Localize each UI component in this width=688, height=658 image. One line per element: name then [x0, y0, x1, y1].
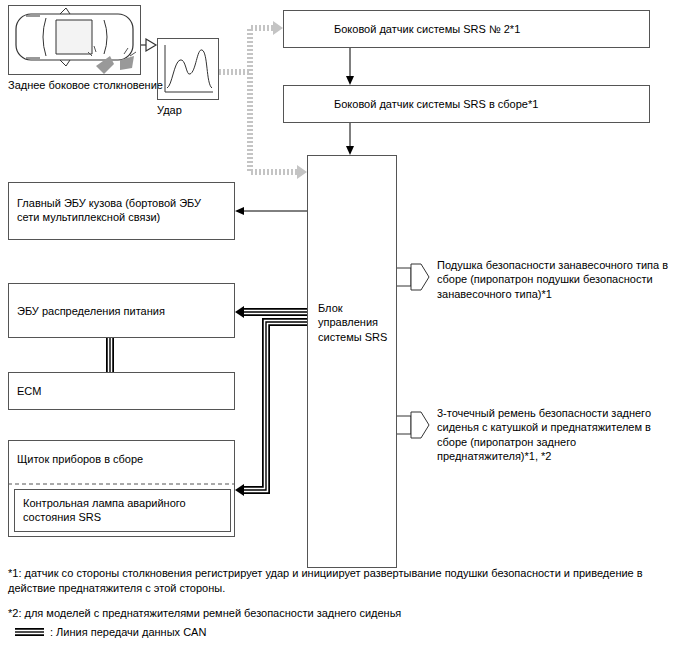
can-bus-line: [244, 322, 307, 490]
meter-box: Щиток приборов в сбореКонтрольная лампа …: [8, 440, 235, 537]
ecu-box: ECM: [8, 372, 235, 410]
footnote: *2: для моделей с преднатяжителями ремне…: [8, 606, 680, 621]
legend-entry: : Линия передачи данных CAN: [14, 626, 206, 638]
legend-text: : Линия передачи данных CAN: [50, 626, 206, 638]
node-text: Контрольная лампа аварийного состояния S…: [23, 496, 222, 525]
squib-item: Подушка безопасности занавесочного типа …: [397, 258, 679, 301]
car-illustration: [16, 8, 136, 74]
srs-ecu-box: Блок управления системы SRS: [307, 155, 397, 568]
node-text: Удар: [157, 103, 182, 117]
connector-arrow: [350, 123, 351, 146]
node-text: 3-точечный ремень безопасности заднего с…: [437, 406, 679, 463]
node-text: ЭБУ распределения питания: [17, 304, 226, 318]
node-text: Боковой датчик системы SRS № 2*1: [334, 22, 641, 36]
impact-graph: [165, 45, 213, 92]
node-text: Блок управления системы SRS: [318, 301, 390, 344]
squib-symbol: [397, 260, 433, 294]
sensor-box: Боковой датчик системы SRS № 2*1: [283, 10, 650, 48]
signal-arrow: [219, 72, 297, 172]
node-text: Главный ЭБУ кузова (бортовой ЭБУ сети му…: [17, 196, 226, 225]
can-bus-line: [110, 338, 111, 372]
squib-item: 3-точечный ремень безопасности заднего с…: [397, 406, 679, 463]
node-text: Щиток приборов в сборе: [17, 452, 226, 466]
sensor-box: Боковой датчик системы SRS в сборе*1: [283, 85, 650, 123]
node-text: ECM: [17, 384, 226, 398]
signal-arrow: [219, 28, 273, 72]
node-text: Заднее боковое столкновение: [8, 78, 163, 92]
graph-box: Удар: [157, 38, 219, 100]
connector-arrow: [244, 211, 307, 212]
ecu-box: ЭБУ распределения питания: [8, 283, 235, 338]
connector-arrow: [141, 45, 146, 46]
dashed-divider: [8, 484, 235, 485]
can-line-swatch: [14, 626, 46, 638]
warning-lamp-box: Контрольная лампа аварийного состояния S…: [14, 489, 231, 532]
node-text: Боковой датчик системы SRS в сборе*1: [334, 97, 641, 111]
node-text: Подушка безопасности занавесочного типа …: [437, 258, 679, 301]
squib-symbol: [397, 408, 433, 442]
can-bus-line: [244, 312, 307, 313]
footnote: *1: датчик со стороны столкновения регис…: [8, 566, 680, 596]
ecu-box: Главный ЭБУ кузова (бортовой ЭБУ сети му…: [8, 182, 235, 240]
illustration-box: Заднее боковое столкновение: [8, 5, 141, 75]
connector-arrow: [350, 48, 351, 76]
